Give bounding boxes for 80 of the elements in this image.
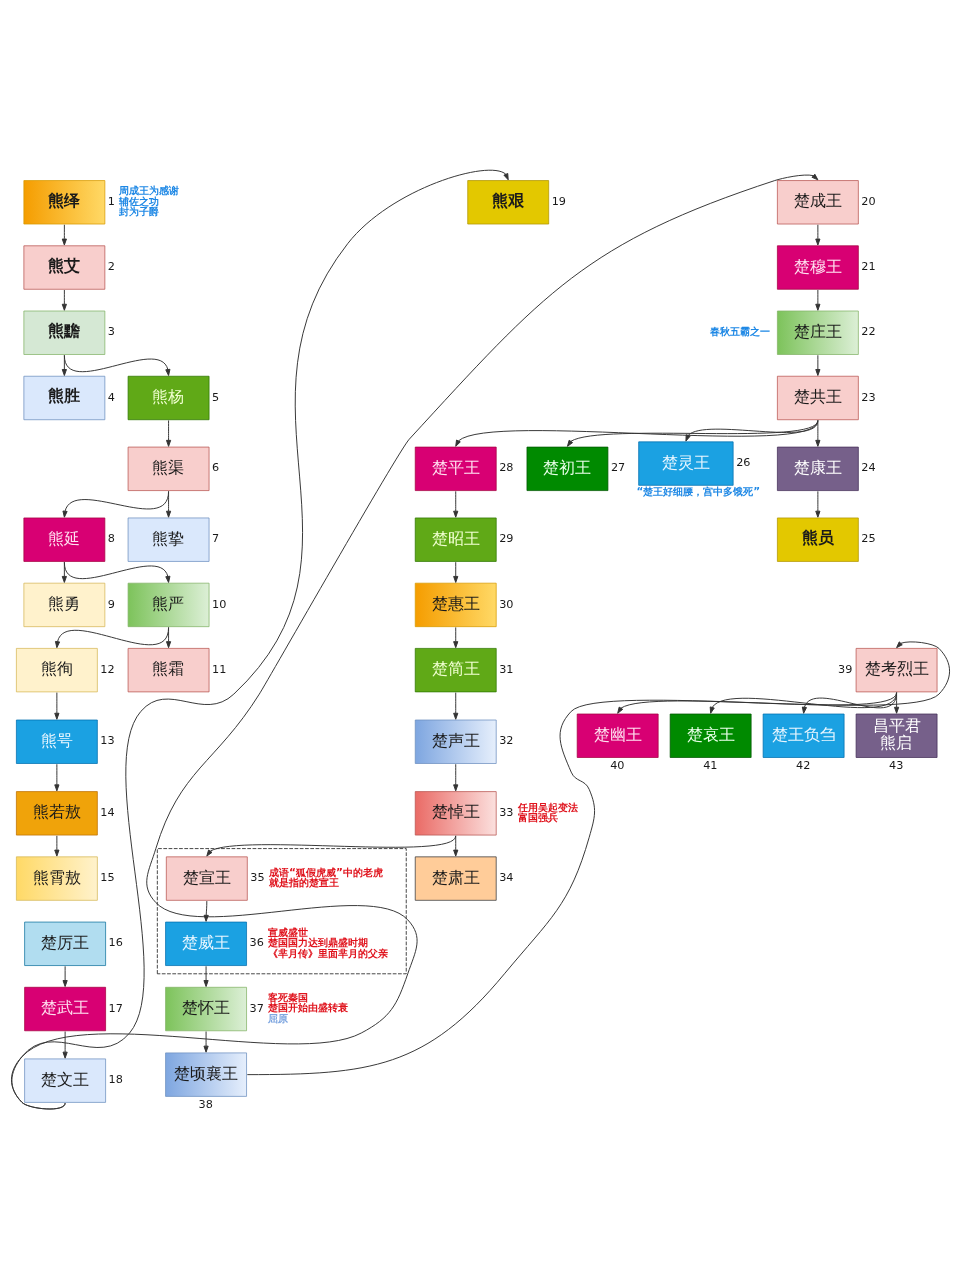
- node-label: 成语“狐假虎威”中的老虎就是指的楚宣王: [269, 865, 383, 888]
- arrow: [801, 691, 898, 714]
- arrow: [685, 419, 819, 442]
- arrow: [62, 490, 170, 518]
- node-label: “楚王好细腰，宫中多饿死”: [636, 484, 761, 497]
- node-label: 5: [212, 390, 220, 404]
- arrow: [815, 490, 821, 518]
- node-label: 7: [212, 531, 220, 545]
- node-label: 26: [736, 455, 751, 469]
- node-label: 25: [861, 531, 876, 545]
- node-label: 40: [610, 758, 625, 772]
- arrow: [203, 900, 209, 922]
- arrow: [453, 561, 459, 583]
- arrow: [54, 763, 60, 791]
- node-label: 17: [108, 1001, 123, 1015]
- arrow: [61, 223, 67, 245]
- node-label: 33: [499, 805, 514, 819]
- node-label: 宣威盛世: [268, 925, 309, 938]
- arrow: [166, 419, 172, 447]
- node-label: 2: [107, 259, 115, 273]
- arrow: [453, 691, 459, 720]
- node-label: 43: [889, 758, 904, 772]
- node-label: 29: [499, 531, 514, 545]
- node-label: 30: [499, 597, 514, 611]
- arrow: [54, 691, 60, 720]
- arrow: [617, 691, 898, 714]
- node-label: 23: [861, 390, 876, 404]
- arrow: [709, 691, 898, 714]
- node-label: 32: [499, 733, 514, 747]
- node-label: 20: [861, 194, 876, 208]
- node-label: 24: [861, 460, 876, 474]
- node-label: 19: [551, 194, 566, 208]
- node-label: 4: [107, 390, 115, 404]
- arrow: [61, 289, 67, 311]
- node-label: 42: [796, 758, 811, 772]
- node-label: 41: [703, 758, 718, 772]
- arrow: [54, 834, 60, 857]
- node-label: 36: [249, 935, 264, 949]
- arrow: [815, 223, 821, 245]
- arrow: [453, 763, 459, 791]
- node-label: 21: [861, 259, 876, 273]
- arrow: [566, 419, 819, 447]
- node-label: 35: [250, 870, 265, 884]
- node-label: 39: [838, 662, 853, 676]
- arrow: [894, 691, 900, 714]
- node-label: 1: [107, 194, 115, 208]
- node-label: 8: [107, 531, 115, 545]
- arrow: [453, 490, 459, 518]
- node-label: 31: [499, 662, 514, 676]
- arrow: [62, 1030, 68, 1059]
- node-label: 11: [212, 662, 227, 676]
- node-label: 春秋五霸之一: [709, 324, 770, 337]
- node-label: 16: [108, 935, 123, 949]
- arrow: [453, 626, 459, 648]
- node-label: 14: [100, 805, 115, 819]
- arrow: [455, 419, 819, 447]
- node-label: 38: [198, 1097, 213, 1111]
- node-label: 9: [107, 597, 115, 611]
- arrow: [246, 640, 951, 1075]
- node-label: 34: [499, 870, 514, 884]
- node-label: 28: [499, 460, 514, 474]
- node-label: 6: [212, 460, 220, 474]
- node-label: 22: [861, 324, 876, 338]
- node-label: 13: [100, 733, 115, 747]
- node-label: 15: [100, 870, 115, 884]
- node-label: 10: [212, 597, 227, 611]
- node-label: 楚国国力达到鼎盛时期: [268, 935, 369, 948]
- arrow: [62, 965, 68, 987]
- node-label: 周成王为感谢辅佐之功封为子爵: [119, 183, 180, 217]
- arrow: [815, 289, 821, 311]
- node-label: 3: [107, 324, 115, 338]
- node-label: 12: [100, 662, 115, 676]
- arrow: [815, 354, 821, 376]
- node-label: 27: [610, 460, 626, 474]
- arrow: [815, 419, 821, 447]
- arrow: [10, 173, 819, 1109]
- arrow: [203, 1030, 209, 1053]
- arrow: [203, 965, 209, 987]
- node-label: 37: [249, 1001, 264, 1015]
- node-label: 18: [108, 1072, 123, 1086]
